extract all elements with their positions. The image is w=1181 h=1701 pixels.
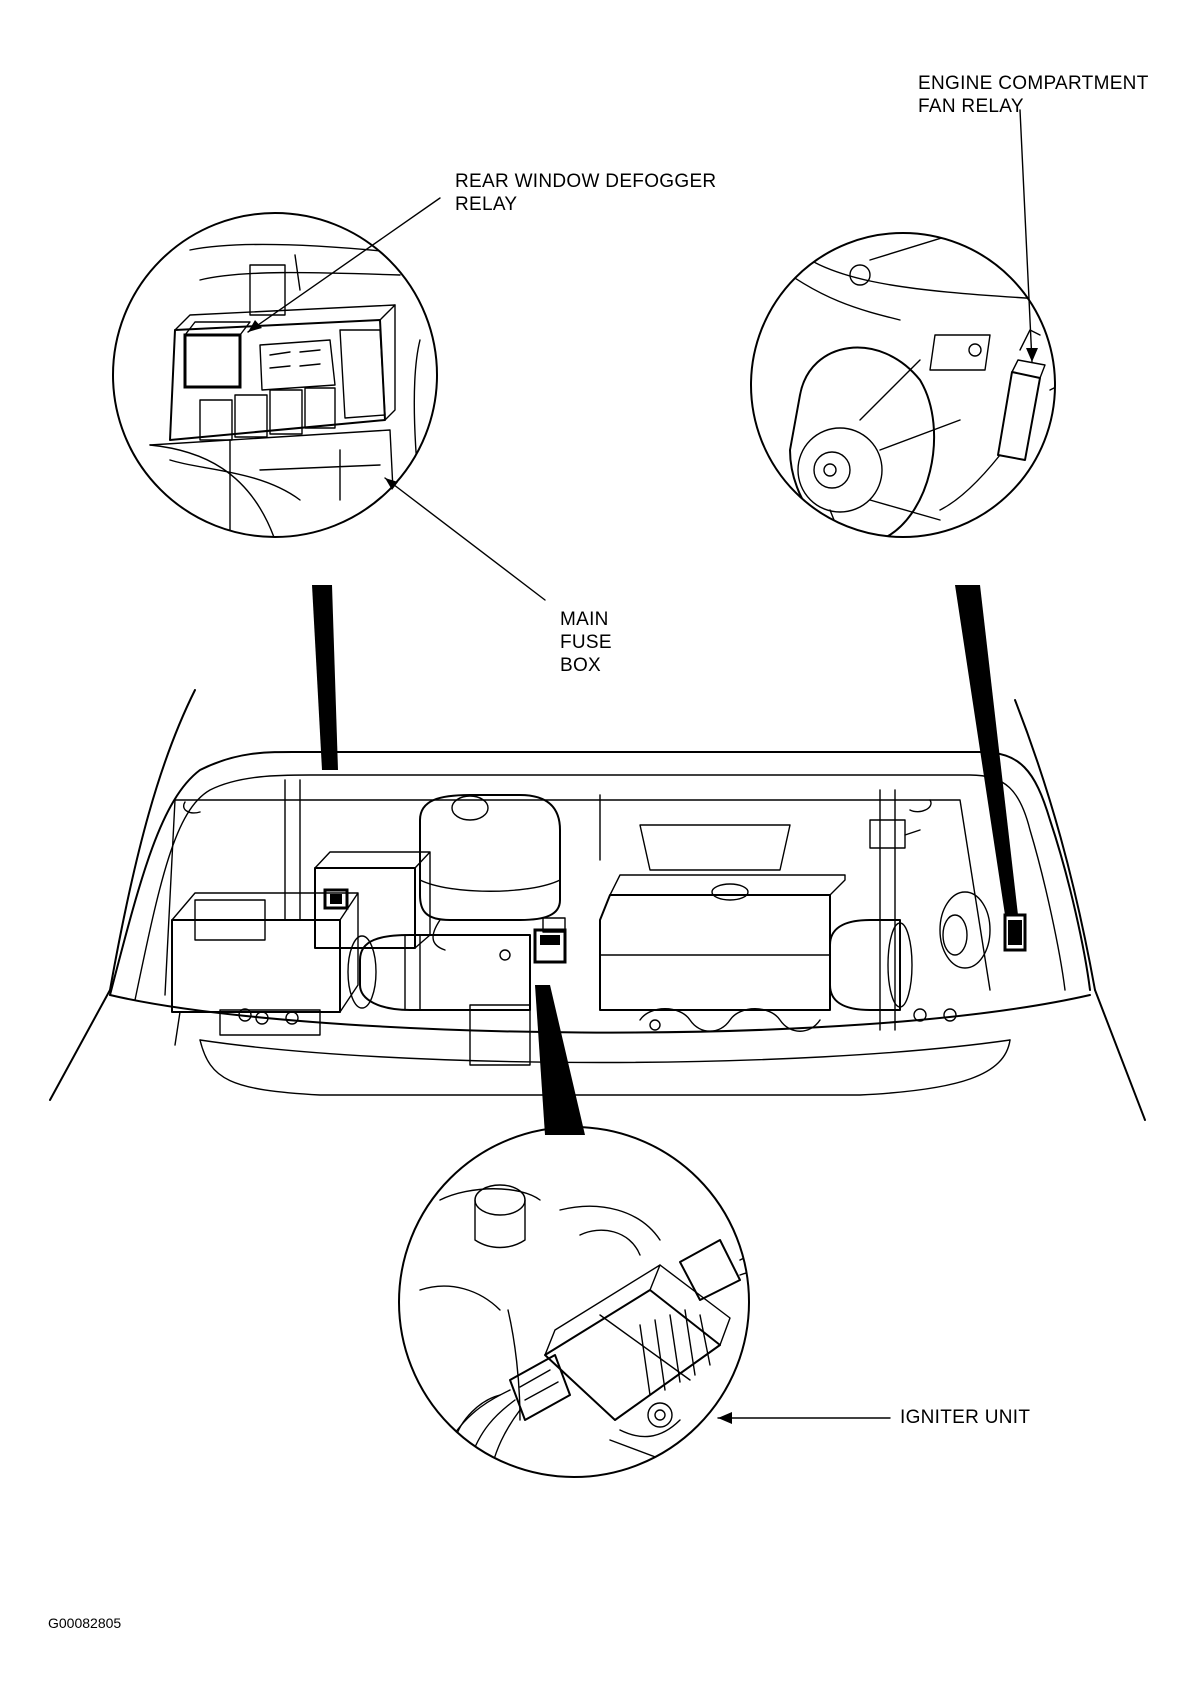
label-line: IGNITER UNIT [900,1407,1031,1428]
label-igniter-unit: IGNITER UNIT [900,1406,1030,1429]
label-line: REAR WINDOW DEFOGGER [455,171,717,192]
leader-arrows [247,109,1038,1424]
label-line: MAIN [560,609,609,630]
engine-bay-view [49,689,1146,1121]
igniter-detail [419,1184,749,1476]
label-line: ENGINE COMPARTMENT [918,73,1149,94]
detail-circle-fan-relay [750,232,1056,538]
figure-id: G00082805 [48,1615,122,1631]
callout-wedge-igniter [535,985,585,1135]
label-line: FUSE [560,632,612,653]
label-line: BOX [560,655,602,676]
detail-circle-igniter [398,1126,750,1478]
label-rear-window-defogger-relay: REAR WINDOW DEFOGGER RELAY [455,170,716,216]
fuse-box-detail [149,243,421,537]
label-line: FAN RELAY [918,96,1024,117]
detail-circle-fuse-box [112,212,438,538]
callout-wedge-fuse-box [312,585,338,770]
callout-wedge-fan-relay [955,585,1018,915]
label-main-fuse-box: MAIN FUSE BOX [560,608,612,677]
label-engine-compartment-fan-relay: ENGINE COMPARTMENT FAN RELAY [918,72,1149,118]
label-line: RELAY [455,194,518,215]
